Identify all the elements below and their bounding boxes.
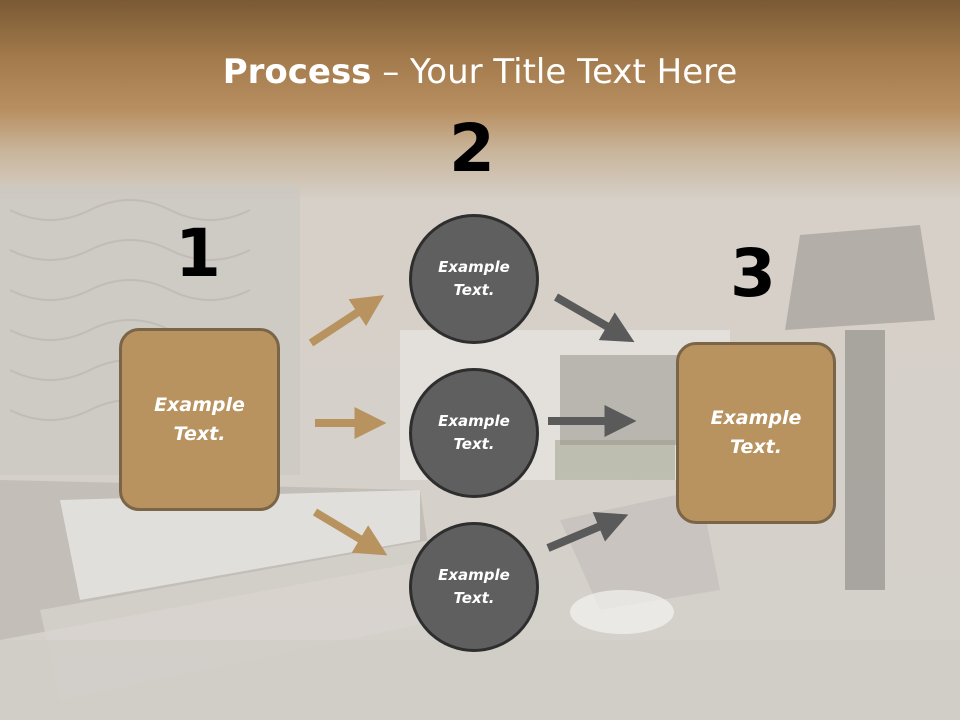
left-box-line1: Example bbox=[154, 393, 245, 416]
right-box-line2: Text. bbox=[730, 436, 782, 458]
arrow-bottom-to-right bbox=[546, 512, 629, 552]
arrow-left-to-bottom bbox=[312, 508, 388, 556]
left-box-line2: Text. bbox=[173, 422, 226, 445]
circle-bottom-line1: Example bbox=[438, 566, 510, 584]
circle-bottom-line2: Text. bbox=[453, 589, 495, 607]
circle-middle-line1: Example bbox=[438, 412, 510, 430]
slide-title: Process – Your Title Text Here bbox=[0, 52, 960, 92]
title-bold: Process bbox=[222, 52, 372, 92]
right-box-line1: Example bbox=[710, 407, 802, 429]
step-number-1: 1 bbox=[175, 215, 221, 292]
step-number-3: 3 bbox=[730, 235, 776, 312]
step-number-2: 2 bbox=[449, 110, 495, 187]
arrow-top-to-right bbox=[554, 293, 635, 343]
title-rest: – Your Title Text Here bbox=[371, 52, 738, 92]
circle-top-line2: Text. bbox=[453, 281, 495, 299]
circle-middle-line2: Text. bbox=[453, 435, 495, 453]
circle-top-line1: Example bbox=[438, 258, 510, 276]
arrow-left-to-top bbox=[308, 295, 385, 347]
